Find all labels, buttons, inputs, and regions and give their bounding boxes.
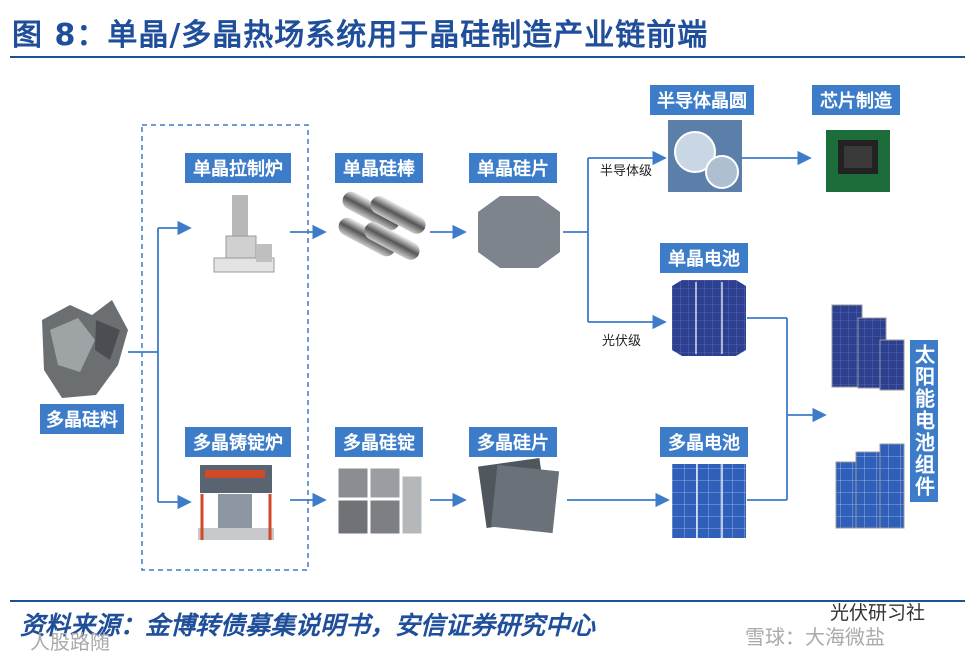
label-chip: 芯片制造 [812, 85, 900, 115]
mono-rod-image [338, 191, 426, 260]
poly-material-image [42, 300, 128, 398]
poly-ingot-image [337, 467, 423, 535]
watermark-brand: 光伏研习社 [830, 602, 926, 624]
label-poly-material: 多晶硅料 [40, 404, 124, 434]
source-rule [10, 600, 965, 602]
label-mono-wafer: 单晶硅片 [469, 153, 557, 183]
grade-semiconductor: 半导体级 [600, 164, 653, 179]
watermark-left: 人股路随 [30, 630, 110, 654]
chip-image [826, 130, 890, 192]
label-poly-wafer: 多晶硅片 [469, 427, 557, 457]
solar-module-image [831, 304, 905, 529]
poly-wafer-image [477, 457, 560, 534]
figure-title: 图 8：单晶/多晶热场系统用于晶硅制造产业链前端 [12, 18, 709, 53]
title-rule [10, 56, 965, 58]
poly-cell-image [672, 464, 746, 538]
mono-wafer-image [478, 196, 560, 268]
connectors [128, 150, 827, 510]
label-semiconductor-wafer: 半导体晶圆 [650, 85, 754, 115]
watermark-xueqiu: 雪球：大海微盐 [745, 625, 885, 649]
source-note: 资料来源：金博转债募集说明书，安信证券研究中心 [20, 611, 596, 640]
mono-furnace-image [213, 195, 275, 273]
label-mono-cell: 单晶电池 [660, 243, 748, 273]
semiconductor-wafer-image [668, 120, 742, 192]
label-mono-furnace: 单晶拉制炉 [185, 153, 291, 183]
furnace-dashed-box [141, 124, 309, 571]
label-mono-rod: 单晶硅棒 [335, 153, 423, 183]
poly-furnace-image [198, 465, 274, 540]
grade-pv: 光伏级 [602, 334, 642, 349]
mono-cell-image [672, 280, 746, 356]
label-poly-ingot: 多晶硅锭 [335, 427, 423, 457]
label-solar-module: 太阳能电池组件 [910, 340, 938, 502]
label-poly-cell: 多晶电池 [660, 427, 748, 457]
label-poly-furnace: 多晶铸锭炉 [185, 427, 291, 457]
